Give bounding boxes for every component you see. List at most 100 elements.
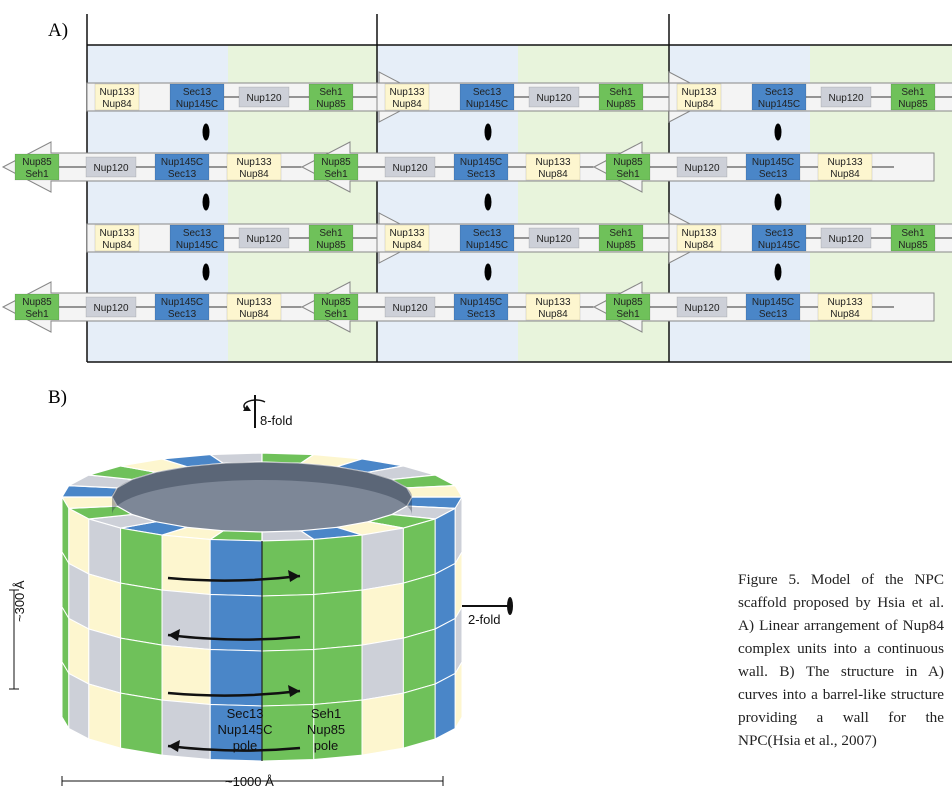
box-seh1-nup85-text: Seh1 xyxy=(901,228,925,239)
barrel-wall-cell xyxy=(68,562,90,630)
box-nup120 xyxy=(85,156,137,178)
box-nup133-nup84 xyxy=(384,224,430,252)
box-nup133-nup84-text: Nup84 xyxy=(538,169,568,180)
box-nup145c-sec13-text: Sec13 xyxy=(168,309,197,320)
box-seh1-nup85 xyxy=(598,224,644,252)
box-nup145c-sec13 xyxy=(745,153,801,181)
box-nup145c-sec13-text: Sec13 xyxy=(467,309,496,320)
box-nup120 xyxy=(384,156,436,178)
twofold-symbol xyxy=(774,263,782,281)
box-nup133-nup84-text: Nup84 xyxy=(239,309,269,320)
box-nup133-nup84 xyxy=(226,153,282,181)
barrel-wall-cell xyxy=(261,538,315,597)
box-nup133-nup84 xyxy=(94,224,140,252)
panel-b-label: B) xyxy=(48,387,67,408)
barrel-wall-cell xyxy=(68,617,90,685)
barrel-wall-cell xyxy=(434,562,456,630)
box-nup145c-sec13 xyxy=(453,293,509,321)
box-nup120-text: Nup120 xyxy=(828,234,863,245)
width-label: ~1000 Å xyxy=(225,774,274,789)
box-seh1-nup85-text: Nup85 xyxy=(606,240,636,251)
box-nup133-nup84 xyxy=(94,83,140,111)
box-nup120 xyxy=(676,156,728,178)
panel-a-diagram: Nup85Seh1Nup120Nup145CSec13Nup133Nup84Nu… xyxy=(1,14,952,363)
box-sec13-nup145c-text: Nup145C xyxy=(176,240,218,251)
box-nup133-nup84-text: Nup84 xyxy=(239,169,269,180)
barrel-wall-cell xyxy=(88,518,122,584)
box-seh1-nup85-text: Seh1 xyxy=(319,87,343,98)
box-nup145c-sec13-text: Sec13 xyxy=(759,169,788,180)
box-nup133-nup84 xyxy=(676,83,722,111)
box-nup133-nup84-text: Nup84 xyxy=(830,169,860,180)
box-nup85-seh1-text: Seh1 xyxy=(324,309,348,320)
box-nup133-nup84-text: Nup133 xyxy=(535,297,570,308)
box-nup133-nup84-text: Nup133 xyxy=(236,157,271,168)
box-nup120-text: Nup120 xyxy=(828,93,863,104)
box-nup85-seh1 xyxy=(605,293,651,321)
box-nup120 xyxy=(820,227,872,249)
box-nup133-nup84-text: Nup84 xyxy=(392,99,422,110)
twofold-axis-symbol xyxy=(507,597,513,615)
box-nup85-seh1 xyxy=(14,293,60,321)
panel-a-label: A) xyxy=(48,20,69,41)
box-nup145c-sec13-text: Sec13 xyxy=(168,169,197,180)
barrel-rim-segment xyxy=(60,496,119,510)
box-nup120 xyxy=(820,86,872,108)
box-seh1-nup85 xyxy=(308,83,354,111)
pole1-line3: pole xyxy=(232,738,258,753)
box-nup145c-sec13-text: Sec13 xyxy=(467,169,496,180)
box-sec13-nup145c xyxy=(459,83,515,111)
barrel-wall-cell xyxy=(120,637,163,701)
box-nup120-text: Nup120 xyxy=(246,93,281,104)
box-nup85-seh1 xyxy=(605,153,651,181)
pole1-line1: Sec13 xyxy=(226,706,264,721)
barrel-wall-cell xyxy=(88,628,122,694)
box-nup85-seh1-text: Seh1 xyxy=(616,169,640,180)
box-nup145c-sec13-text: Nup145C xyxy=(752,157,794,168)
box-nup120-text: Nup120 xyxy=(684,303,719,314)
box-nup145c-sec13-text: Nup145C xyxy=(161,157,203,168)
eightfold-rotation-arc xyxy=(243,399,266,411)
box-sec13-nup145c-text: Sec13 xyxy=(473,87,502,98)
pole2-line2: Nup85 xyxy=(306,722,346,737)
box-nup120-text: Nup120 xyxy=(536,234,571,245)
barrel-wall-cell xyxy=(61,660,70,731)
box-nup145c-sec13-text: Nup145C xyxy=(752,297,794,308)
barrel-inner-shadow xyxy=(112,462,412,515)
box-nup133-nup84-text: Nup133 xyxy=(535,157,570,168)
box-nup85-seh1 xyxy=(313,153,359,181)
box-nup133-nup84-text: Nup133 xyxy=(389,228,424,239)
rotation-row-arrow xyxy=(167,744,301,752)
barrel-wall-cell xyxy=(88,683,122,749)
box-sec13-nup145c-text: Nup145C xyxy=(466,240,508,251)
box-nup120 xyxy=(85,296,137,318)
barrel-wall-cell xyxy=(88,573,122,639)
box-nup85-seh1 xyxy=(14,153,60,181)
box-nup120-text: Nup120 xyxy=(536,93,571,104)
box-seh1-nup85 xyxy=(890,224,936,252)
twofold-symbol xyxy=(484,193,492,211)
twofold-symbol xyxy=(774,193,782,211)
twofold-symbol xyxy=(202,193,210,211)
box-seh1-nup85-text: Nup85 xyxy=(316,240,346,251)
box-nup133-nup84-text: Nup84 xyxy=(538,309,568,320)
barrel-wall-cell xyxy=(313,534,363,596)
box-nup133-nup84 xyxy=(226,293,282,321)
box-nup145c-sec13-text: Nup145C xyxy=(161,297,203,308)
box-nup133-nup84-text: Nup84 xyxy=(684,99,714,110)
rotation-row-arrowhead xyxy=(288,570,300,582)
box-nup85-seh1-text: Nup85 xyxy=(22,297,52,308)
barrel-wall-cell xyxy=(434,617,456,685)
box-seh1-nup85-text: Nup85 xyxy=(898,99,928,110)
box-seh1-nup85-text: Nup85 xyxy=(898,240,928,251)
box-nup133-nup84-text: Nup84 xyxy=(830,309,860,320)
box-nup120 xyxy=(528,86,580,108)
barrel-wall-cell xyxy=(434,507,456,575)
twofold-symbol xyxy=(202,263,210,281)
box-nup85-seh1-text: Seh1 xyxy=(25,169,49,180)
